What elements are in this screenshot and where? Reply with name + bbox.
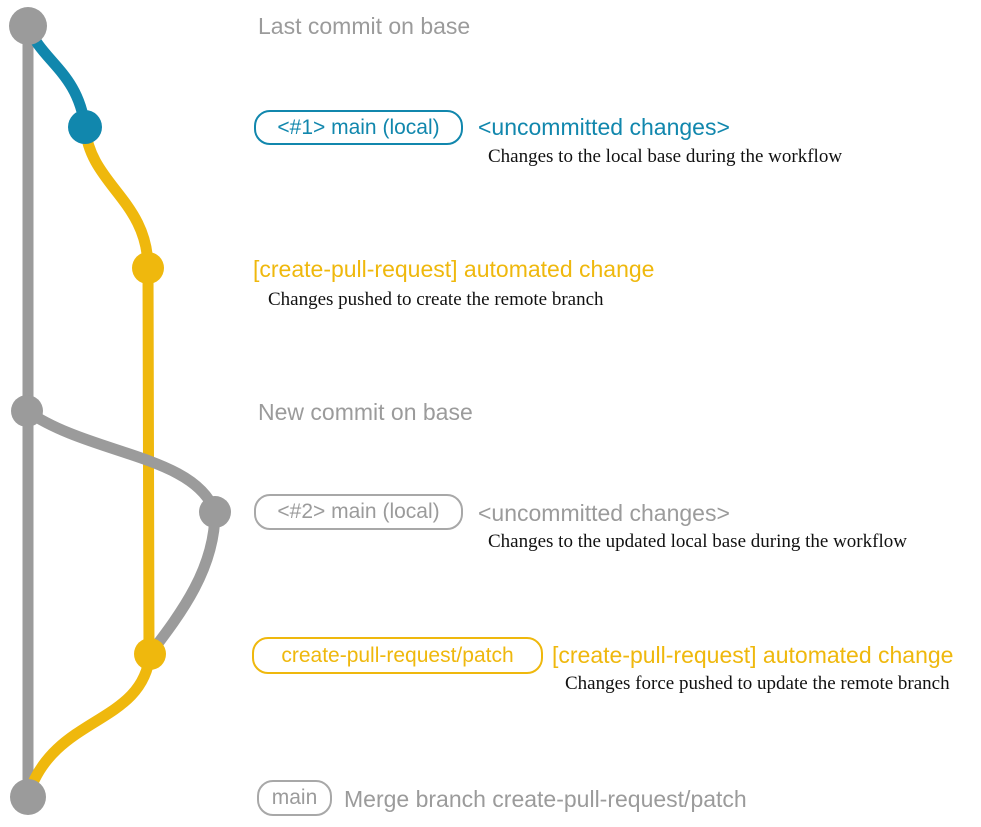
- branch-badge-patch: create-pull-request/patch: [252, 637, 543, 674]
- label-last-commit-on-base: Last commit on base: [258, 13, 471, 39]
- commit-graph: [9, 7, 231, 815]
- branch-badge-main-local-1-label: <#1> main (local): [277, 115, 440, 139]
- label-automated-change-2: [create-pull-request] automated change: [552, 642, 954, 668]
- label-automated-change-1: [create-pull-request] automated change: [253, 256, 655, 282]
- edge-uncommitted-changes-2: [21, 405, 221, 518]
- label-uncommitted-changes-1: <uncommitted changes>: [478, 114, 730, 140]
- desc-force-pushed-update-remote: Changes force pushed to update the remot…: [565, 673, 950, 694]
- branch-badge-patch-label: create-pull-request/patch: [281, 643, 514, 667]
- label-uncommitted-changes-2: <uncommitted changes>: [478, 500, 730, 526]
- commit-new-on-base: [11, 395, 43, 427]
- commit-last-on-base: [9, 7, 47, 45]
- commit-merge-main: [10, 779, 46, 815]
- branch-badge-main: main: [257, 780, 332, 816]
- commit-2-main-local: [199, 496, 231, 528]
- commit-automated-change-2: [134, 638, 166, 670]
- desc-local-base-changes: Changes to the local base during the wor…: [488, 146, 843, 167]
- branch-badge-main-local-2-label: <#2> main (local): [277, 500, 440, 523]
- commit-1-main-local: [68, 110, 102, 144]
- commit-automated-change-1: [132, 252, 164, 284]
- branch-badge-main-label: main: [271, 786, 318, 809]
- label-merge-branch: Merge branch create-pull-request/patch: [344, 786, 747, 812]
- label-new-commit-on-base: New commit on base: [258, 399, 473, 425]
- edge-create-remote-branch: [79, 121, 154, 274]
- edge-merge-to-main: [23, 648, 156, 799]
- desc-pushed-create-remote: Changes pushed to create the remote bran…: [268, 289, 604, 310]
- desc-updated-local-base-changes: Changes to the updated local base during…: [488, 531, 907, 552]
- branch-badge-main-local-1: <#1> main (local): [254, 110, 463, 145]
- branch-badge-main-local-2: <#2> main (local): [254, 494, 463, 530]
- edge-force-push-update: [144, 506, 221, 660]
